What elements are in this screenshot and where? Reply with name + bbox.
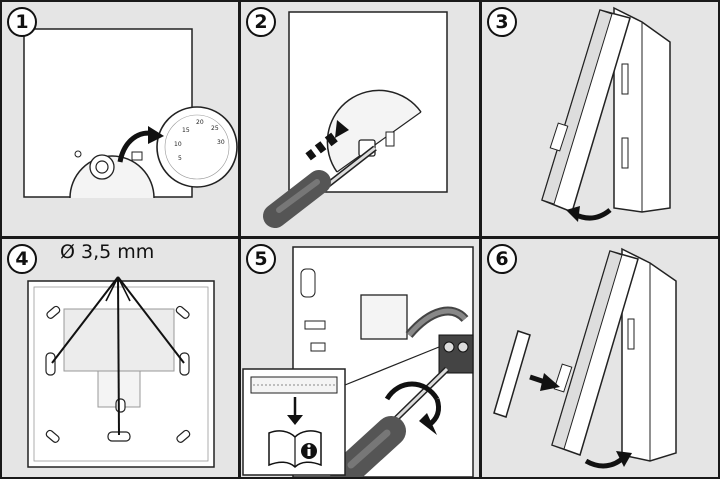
step-4-panel: 4 Ø 3,5 mm [2,239,238,477]
step-6-panel: 6 [482,239,718,477]
dial-mark-25: 25 [211,125,219,132]
dial-mark-5: 5 [178,155,182,162]
mounting-holes-icon [27,276,215,468]
step-2-panel: 2 [241,2,479,236]
step-3-panel: 3 [482,2,718,236]
hole-diameter-label: Ø 3,5 mm [60,241,155,263]
step-3-badge: 3 [487,7,517,37]
cover-open-icon [541,6,671,222]
dial-mark-30: 30 [217,139,225,146]
screwdriver-release-icon [263,11,448,228]
cover-close-icon [493,247,677,469]
step-2-badge: 2 [246,7,276,37]
dial-mark-15: 15 [182,127,190,134]
step-1-panel: 1 5 10 15 20 25 30 [2,2,238,236]
dial-mark-20: 20 [196,119,204,126]
step-5-badge: 5 [246,244,276,274]
wiring-terminal-icon [242,246,474,477]
step-4-badge: 4 [7,244,37,274]
dial-removal-icon: 5 10 15 20 25 30 [23,28,238,199]
step-1-badge: 1 [7,7,37,37]
step-6-badge: 6 [487,244,517,274]
dial-mark-10: 10 [174,141,182,148]
step-5-panel: 5 [241,239,479,477]
